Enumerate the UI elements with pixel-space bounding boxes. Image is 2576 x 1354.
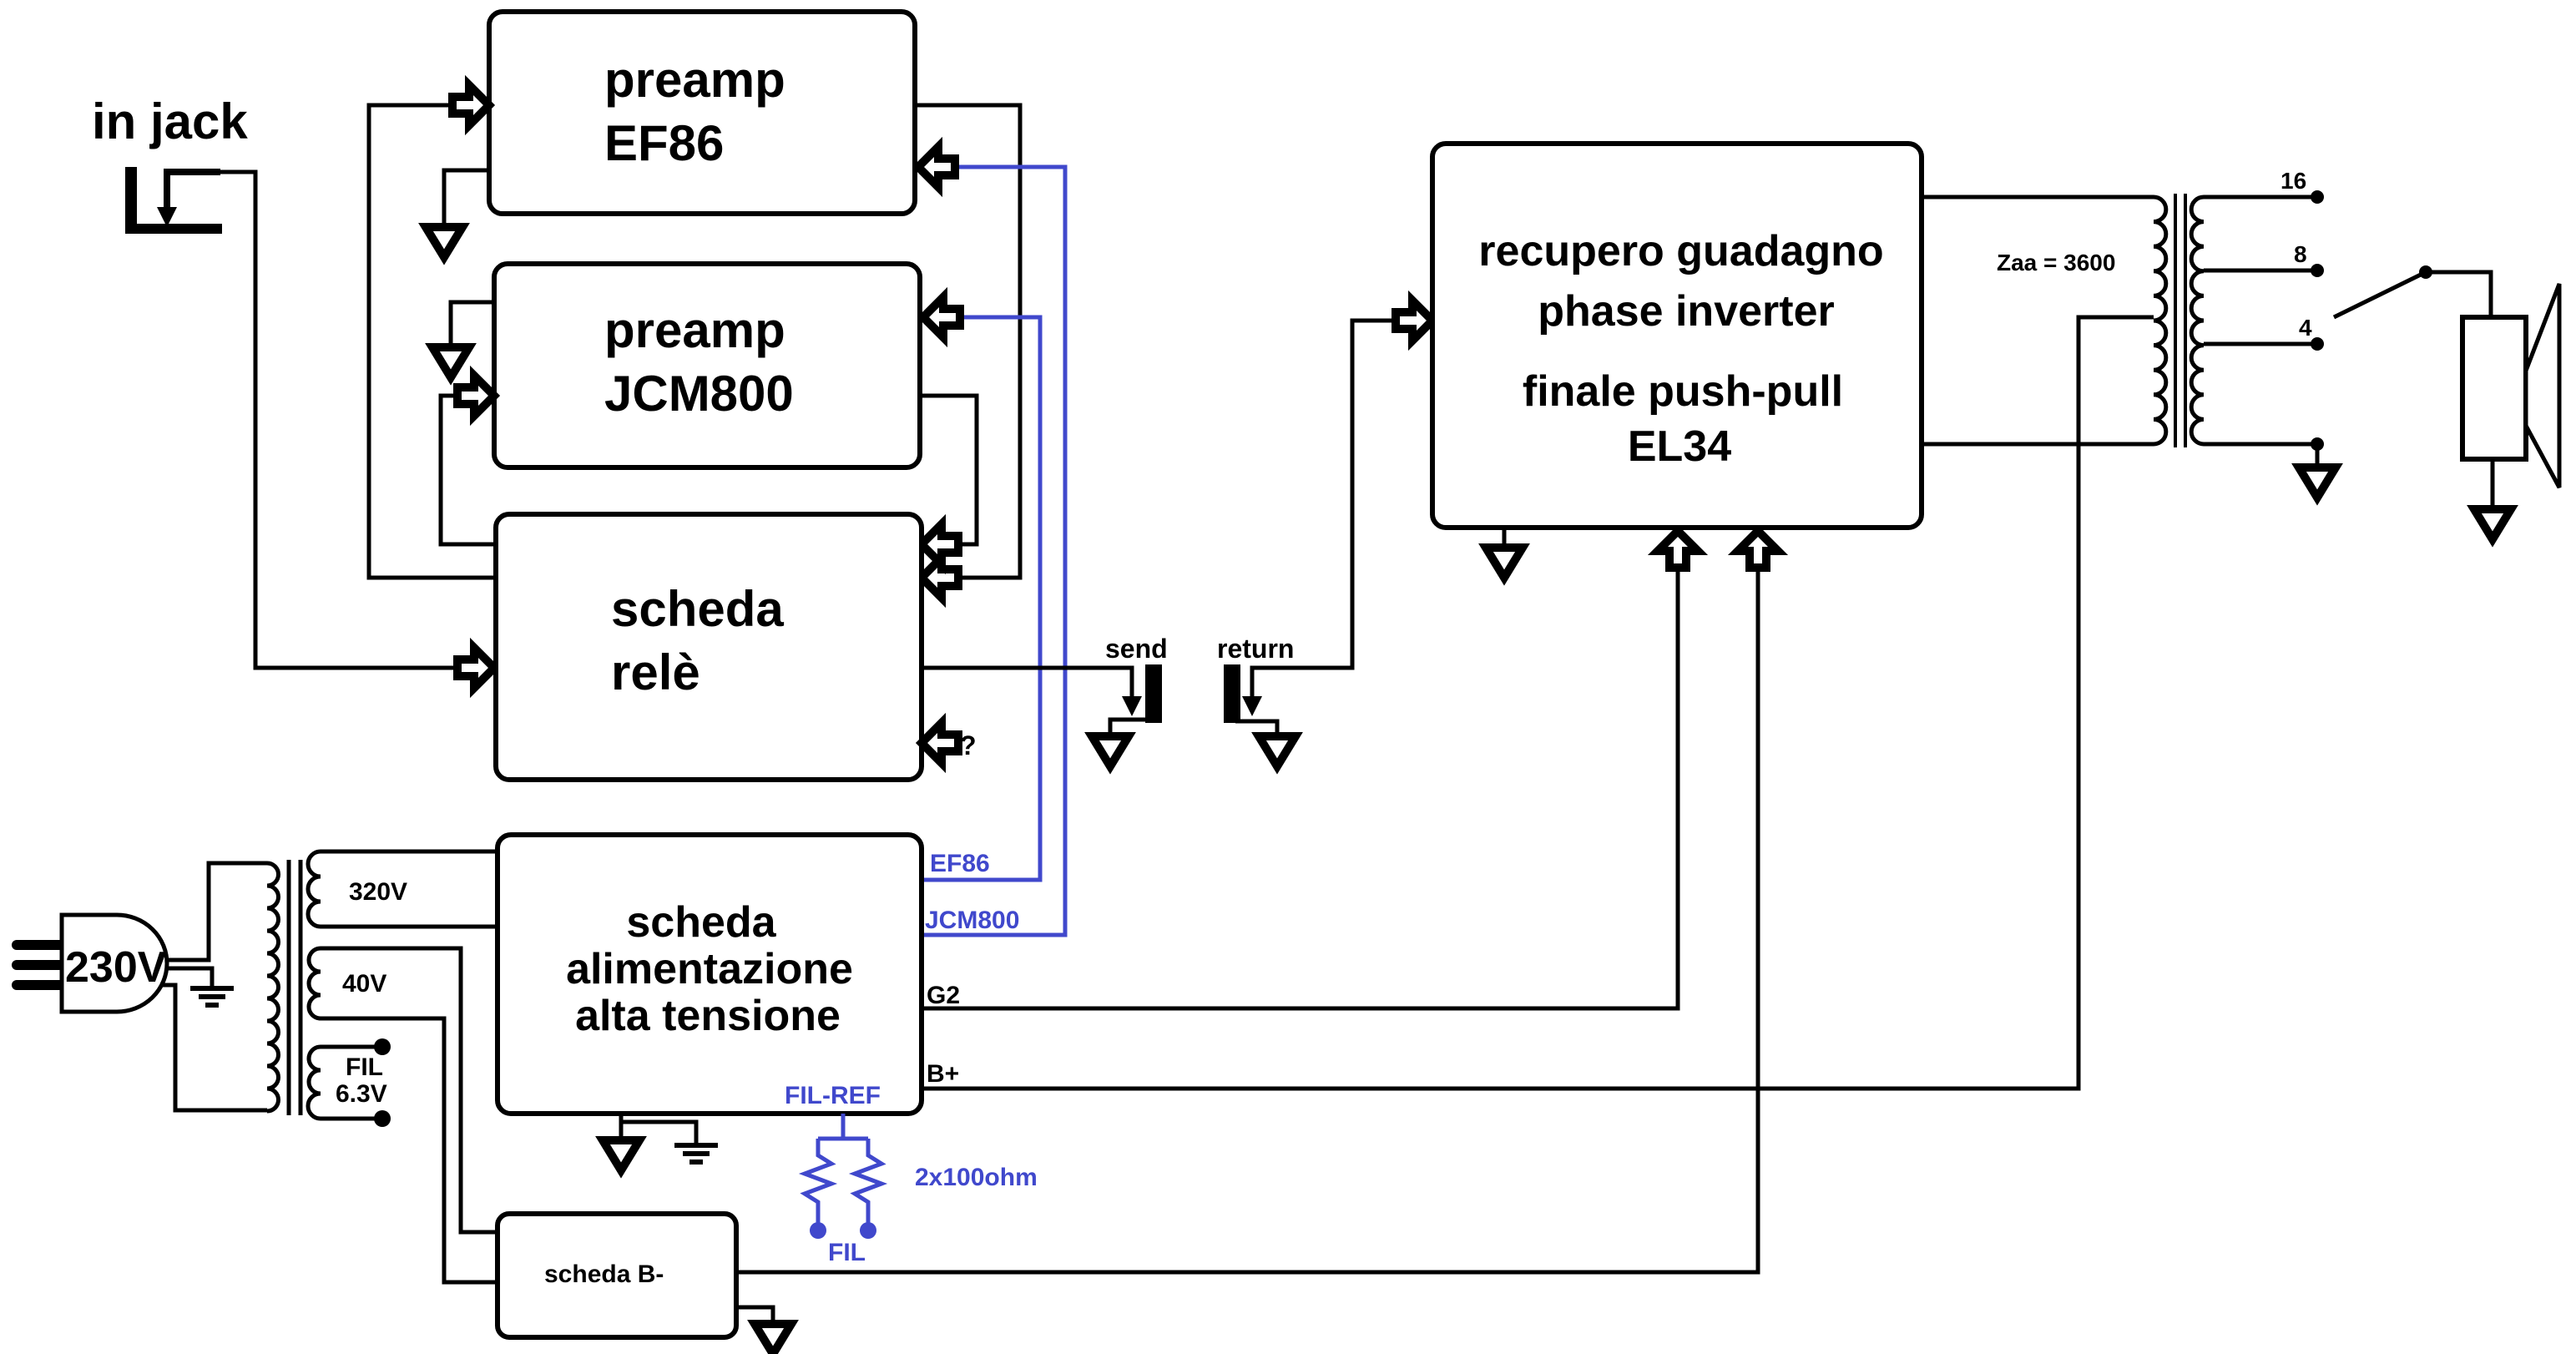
relay-board-block[interactable]: scheda relè bbox=[493, 512, 924, 782]
hv-supply-line3: alta tensione bbox=[575, 992, 841, 1040]
mains-plug[interactable]: 230V bbox=[12, 912, 169, 1014]
power-amp-input-arrow-icon bbox=[1396, 301, 1432, 341]
speaker-icon bbox=[2460, 283, 2562, 489]
ground-icon bbox=[1092, 736, 1129, 766]
preamp-jcm800-title: preamp bbox=[604, 302, 785, 358]
hv-secondary-label: 320V bbox=[349, 878, 407, 906]
jack-tip-arrow-icon bbox=[157, 207, 177, 227]
power-amp-block[interactable]: recupero guadagno phase inverter finale … bbox=[1430, 141, 1924, 530]
impedance-selector-switch[interactable] bbox=[2332, 265, 2493, 320]
ground-icon bbox=[426, 227, 462, 257]
heater-wire-ef86-supply bbox=[922, 315, 1043, 882]
bminus-label: scheda B- bbox=[544, 1261, 664, 1288]
fil-terminal[interactable] bbox=[374, 1110, 391, 1127]
power-amp-line2: phase inverter bbox=[1538, 287, 1835, 336]
earth-icon bbox=[674, 1145, 718, 1162]
resistor-value-label: 2x100ohm bbox=[915, 1164, 1038, 1191]
ef86-supply-label: EF86 bbox=[930, 850, 990, 877]
relay-unknown-input-label: ? bbox=[960, 730, 977, 760]
bias-secondary-winding bbox=[306, 946, 321, 1021]
tap-4-label: 4 bbox=[2299, 315, 2312, 341]
jcm800-input-arrow-icon bbox=[457, 376, 494, 416]
fil-terminal[interactable] bbox=[374, 1038, 391, 1055]
preamp-jcm800-model: JCM800 bbox=[604, 366, 794, 422]
impedance-label: Zaa = 3600 bbox=[1997, 250, 2115, 275]
wire-relay-to-jcm800 bbox=[438, 393, 494, 547]
ground-icon bbox=[2474, 509, 2511, 539]
wire-return bbox=[1250, 318, 1396, 698]
jack-sleeve bbox=[125, 167, 137, 234]
wire-g2 bbox=[922, 568, 1680, 1011]
relay-unknown-input-arrow-icon bbox=[922, 723, 958, 763]
earth-icon bbox=[190, 988, 234, 1005]
preamp-ef86-title: preamp bbox=[604, 52, 785, 108]
ground-icon bbox=[603, 1140, 639, 1170]
fil-ref-terminal-label: FIL bbox=[828, 1239, 866, 1266]
preamp-ef86-model: EF86 bbox=[604, 115, 724, 171]
g2-label: G2 bbox=[927, 982, 960, 1009]
ground-icon bbox=[1486, 548, 1523, 578]
fil-voltage-label: 6.3V bbox=[336, 1080, 387, 1108]
relay-jcm800-return-arrow-icon bbox=[922, 524, 958, 564]
hv-secondary-winding bbox=[306, 849, 321, 929]
bplus-label: B+ bbox=[927, 1060, 959, 1088]
return-label: return bbox=[1217, 634, 1294, 664]
preamp-jcm800-block[interactable]: preamp JCM800 bbox=[492, 261, 922, 470]
resistor-icon bbox=[848, 1139, 888, 1230]
input-jack: in jack bbox=[92, 93, 248, 234]
jcm800-supply-arrow-icon bbox=[923, 297, 960, 337]
power-amp-line4: EL34 bbox=[1628, 422, 1731, 471]
tap-4-terminal[interactable] bbox=[2311, 337, 2324, 351]
mains-voltage-label: 230V bbox=[65, 943, 167, 992]
power-amp-line1: recupero guadagno bbox=[1478, 227, 1883, 275]
ground-icon bbox=[432, 347, 469, 377]
preamp-ef86-block[interactable]: preamp EF86 bbox=[487, 9, 917, 216]
ground-icon bbox=[2299, 467, 2336, 498]
bminus-block[interactable]: scheda B- bbox=[495, 1211, 739, 1340]
ground-icon bbox=[755, 1324, 791, 1354]
tap-8-terminal[interactable] bbox=[2311, 264, 2324, 277]
wire-bminus bbox=[736, 568, 1760, 1275]
secondary-winding bbox=[2189, 195, 2205, 447]
hv-supply-block[interactable]: scheda alimentazione alta tensione bbox=[495, 832, 924, 1116]
heater-wire-jcm800-supply bbox=[922, 164, 1068, 937]
wire-jcm800-out bbox=[920, 393, 979, 547]
resistor-icon bbox=[798, 1139, 838, 1230]
primary-winding bbox=[2153, 195, 2169, 447]
wire-send bbox=[922, 665, 1134, 698]
return-jack[interactable] bbox=[1224, 664, 1240, 723]
hv-supply-line1: scheda bbox=[626, 898, 776, 947]
bminus-input-arrow-icon bbox=[1738, 531, 1778, 568]
wire-ef86-out bbox=[915, 103, 1023, 580]
filref-resistor-pair bbox=[798, 1114, 888, 1239]
send-label: send bbox=[1105, 634, 1168, 664]
tap-8-label: 8 bbox=[2294, 241, 2307, 267]
ef86-supply-arrow-icon bbox=[918, 147, 955, 187]
filref-label: FIL-REF bbox=[785, 1082, 881, 1109]
hv-supply-line2: alimentazione bbox=[566, 945, 853, 993]
fil-label: FIL bbox=[346, 1053, 383, 1081]
relay-board-title: scheda bbox=[611, 581, 784, 637]
wire-input-to-relay bbox=[220, 169, 467, 670]
wire-bplus bbox=[922, 315, 2154, 1091]
tap-16-terminal[interactable] bbox=[2311, 190, 2324, 204]
g2-input-arrow-icon bbox=[1658, 531, 1698, 568]
wire-relay-to-ef86 bbox=[366, 103, 494, 580]
tap-16-label: 16 bbox=[2281, 168, 2306, 194]
bias-secondary-label: 40V bbox=[342, 970, 386, 998]
send-jack[interactable] bbox=[1145, 664, 1162, 723]
filament-secondary-winding bbox=[306, 1044, 321, 1121]
ef86-input-arrow-icon bbox=[452, 85, 489, 125]
output-transformer: 16 8 4 Zaa = 3600 bbox=[1922, 168, 2336, 498]
relay-board-subtitle: relè bbox=[611, 644, 700, 700]
jcm800-supply-label: JCM800 bbox=[925, 907, 1019, 934]
power-amp-line3: finale push-pull bbox=[1523, 367, 1843, 416]
relay-input-arrow-icon bbox=[457, 648, 494, 688]
input-jack-label: in jack bbox=[92, 93, 248, 149]
primary-winding bbox=[266, 861, 280, 1114]
ground-icon bbox=[1259, 736, 1296, 766]
